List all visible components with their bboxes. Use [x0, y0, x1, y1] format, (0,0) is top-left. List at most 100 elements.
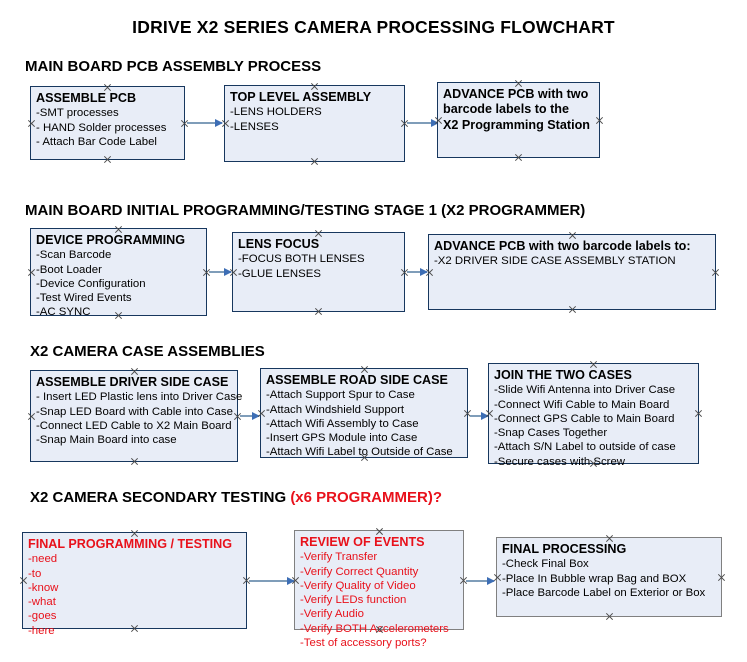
node-device-programming[interactable]: DEVICE PROGRAMMING -Scan Barcode -Boot L… — [27, 228, 207, 319]
connection-handle-right[interactable] — [711, 268, 720, 277]
node-line: -what — [28, 596, 56, 609]
section-heading-2: MAIN BOARD INITIAL PROGRAMMING/TESTING S… — [25, 202, 585, 219]
node-line: -Attach Support Spur to Case — [266, 389, 415, 402]
connection-handle-bottom[interactable] — [568, 305, 577, 314]
node-line: -Insert GPS Module into Case — [266, 432, 418, 445]
node-line: -Secure cases with Screw — [494, 455, 626, 468]
node-line: -need — [28, 553, 58, 566]
node-line: -GLUE LENSES — [238, 267, 321, 280]
connection-handle-bottom[interactable] — [310, 157, 319, 166]
node-lens-focus[interactable]: LENS FOCUS -FOCUS BOTH LENSES -GLUE LENS… — [232, 232, 405, 312]
section-heading-1-text: MAIN BOARD PCB ASSEMBLY PROCESS — [25, 58, 322, 75]
node-line: -Verify Transfer — [300, 551, 378, 564]
node-title: FINAL PROCESSING — [502, 542, 627, 556]
section-heading-2-text: MAIN BOARD INITIAL PROGRAMMING/TESTING S… — [25, 202, 586, 219]
node-title: LENS FOCUS — [238, 237, 320, 251]
node-line: -know — [28, 581, 59, 594]
node-line: - Insert LED Plastic lens into Driver Ca… — [36, 391, 243, 404]
node-title: DEVICE PROGRAMMING — [36, 233, 186, 247]
connection-handle-bottom[interactable] — [605, 612, 614, 621]
node-line: -Test Wired Events — [36, 292, 132, 305]
connection-handle-bottom[interactable] — [314, 307, 323, 316]
connection-handle-left[interactable] — [27, 412, 36, 421]
node-line: -Verify Correct Quantity — [300, 565, 419, 578]
section-heading-1: MAIN BOARD PCB ASSEMBLY PROCESS — [25, 58, 321, 75]
node-title: ADVANCE PCB with two — [443, 87, 589, 101]
connector-arrow — [407, 267, 428, 276]
node-advance-pcb-driver-side[interactable]: ADVANCE PCB with two barcode labels to: … — [428, 234, 716, 310]
node-line: -Connect LED Cable to X2 Main Board — [36, 419, 232, 432]
connector-arrow — [187, 118, 223, 127]
node-line: -AC SYNC — [36, 306, 91, 319]
section-heading-3: X2 CAMERA CASE ASSEMBLIES — [30, 343, 265, 360]
connector-arrow — [209, 267, 232, 276]
connector-arrow — [470, 411, 489, 420]
page-title: IDRIVE X2 SERIES CAMERA PROCESSING FLOWC… — [132, 17, 615, 37]
node-line: -Snap Cases Together — [494, 427, 608, 440]
node-line: -Attach S/N Label to outside of case — [494, 441, 676, 454]
connection-handle-left[interactable] — [27, 268, 36, 277]
node-line: X2 Programming Station — [443, 118, 590, 133]
node-line: -to — [28, 567, 42, 580]
connector-arrow — [249, 576, 295, 585]
node-line: -Verify LEDs function — [300, 594, 407, 607]
node-line: -FOCUS BOTH LENSES — [238, 253, 365, 266]
section-heading-4-accent: (x6 PROGRAMMER)? — [290, 489, 442, 506]
node-line: -Attach Wifi Assembly to Case — [266, 417, 419, 430]
node-line: -Verify Quality of Video — [300, 579, 416, 592]
node-review-of-events[interactable]: REVIEW OF EVENTS -Verify Transfer -Verif… — [294, 530, 464, 649]
node-line: -X2 DRIVER SIDE CASE ASSEMBLY STATION — [434, 255, 676, 268]
node-title: JOIN THE TWO CASES — [494, 368, 632, 382]
node-final-programming-testing[interactable]: FINAL PROGRAMMING / TESTING -need -to -k… — [19, 532, 247, 637]
node-line: -Verify BOTH Accelerometers — [300, 622, 449, 635]
node-line: -Attach Wifi Label to Outside of Case — [266, 446, 453, 459]
node-title: ASSEMBLE PCB — [36, 91, 137, 105]
node-line: -goes — [28, 610, 57, 623]
section-heading-3-text: X2 CAMERA CASE ASSEMBLIES — [30, 343, 265, 360]
node-line: -Boot Loader — [36, 263, 102, 276]
node-final-processing[interactable]: FINAL PROCESSING -Check Final Box -Place… — [496, 537, 722, 617]
connection-handle-bottom[interactable] — [130, 457, 139, 466]
node-line: -Connect GPS Cable to Main Board — [494, 412, 675, 425]
node-title: ASSEMBLE DRIVER SIDE CASE — [36, 375, 229, 389]
node-line: -Device Configuration — [36, 277, 146, 290]
connector-arrow — [466, 576, 495, 585]
connection-handle-bottom[interactable] — [103, 155, 112, 164]
node-line: -Attach Windshield Support — [266, 403, 405, 416]
node-join-the-two-cases[interactable]: JOIN THE TWO CASES -Slide Wifi Antenna i… — [488, 363, 699, 468]
node-line: -LENS HOLDERS — [230, 106, 322, 119]
node-line: - Attach Bar Code Label — [36, 135, 157, 148]
connection-handle-left[interactable] — [27, 119, 36, 128]
section-heading-4-text: X2 CAMERA SECONDARY TESTING — [30, 489, 291, 506]
node-line: -Snap Main Board into case — [36, 434, 177, 447]
node-line: -Place Barcode Label on Exterior or Box — [502, 586, 706, 599]
node-line: -Slide Wifi Antenna into Driver Case — [494, 384, 676, 397]
node-title: FINAL PROGRAMMING / TESTING — [28, 537, 233, 551]
node-title: REVIEW OF EVENTS — [300, 535, 425, 549]
node-line: barcode labels to the — [443, 102, 569, 117]
node-assemble-pcb[interactable]: ASSEMBLE PCB -SMT processes - HAND Solde… — [30, 86, 185, 160]
connector-arrow — [240, 411, 260, 420]
connection-handle-right[interactable] — [694, 409, 703, 418]
connection-handle-left[interactable] — [19, 576, 28, 585]
connection-handle-right[interactable] — [595, 116, 604, 125]
connection-handle-right[interactable] — [717, 573, 726, 582]
node-assemble-road-side-case[interactable]: ASSEMBLE ROAD SIDE CASE -Attach Support … — [260, 368, 468, 458]
node-line: -Connect Wifi Cable to Main Board — [494, 398, 670, 411]
node-line: - HAND Solder processes — [36, 121, 167, 134]
node-line: -Snap LED Board with Cable into Case — [36, 405, 233, 418]
section-heading-4: X2 CAMERA SECONDARY TESTING (x6 PROGRAMM… — [30, 489, 442, 506]
node-line: -LENSES — [230, 120, 279, 133]
node-line: -Scan Barcode — [36, 249, 112, 262]
node-advance-pcb-station[interactable]: ADVANCE PCB with two barcode labels to t… — [437, 82, 600, 158]
node-assemble-driver-side-case[interactable]: ASSEMBLE DRIVER SIDE CASE - Insert LED P… — [27, 370, 243, 462]
connection-handle-bottom[interactable] — [514, 153, 523, 162]
node-line: -Place In Bubble wrap Bag and BOX — [502, 572, 687, 585]
node-line: -Verify Audio — [300, 608, 364, 621]
node-title: TOP LEVEL ASSEMBLY — [230, 90, 372, 104]
node-line: -Check Final Box — [502, 558, 589, 571]
node-line: -here — [28, 624, 55, 637]
node-top-level-assembly[interactable]: TOP LEVEL ASSEMBLY -LENS HOLDERS -LENSES — [224, 85, 405, 162]
node-title: ASSEMBLE ROAD SIDE CASE — [266, 373, 448, 387]
